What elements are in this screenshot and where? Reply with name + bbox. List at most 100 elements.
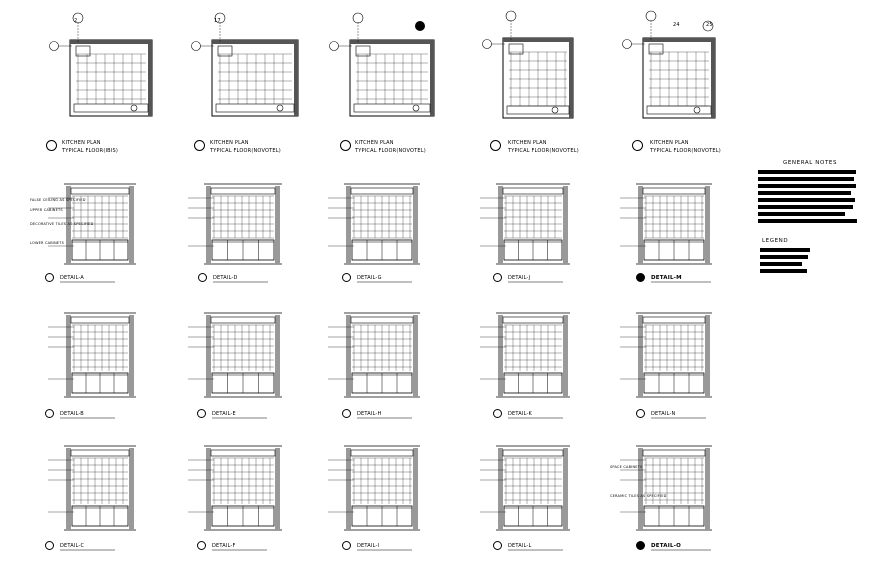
elevation-wall xyxy=(498,448,503,530)
elevation-wall xyxy=(413,315,418,397)
sink-bowl xyxy=(693,106,701,114)
grid-bubble-icon xyxy=(622,39,632,49)
plan-1-title: KITCHEN PLAN xyxy=(62,140,101,146)
ceiling-band xyxy=(70,187,130,195)
ceiling-band xyxy=(642,449,706,457)
elevation-wall xyxy=(66,448,71,530)
note-ceramic-tiles: CERAMIC TILES AS SPECIFIED xyxy=(610,494,667,498)
grid-bubble-icon xyxy=(352,12,364,24)
plan-wall xyxy=(212,40,298,44)
ceiling-band xyxy=(502,187,564,195)
plan-wall xyxy=(569,38,573,118)
legend-line xyxy=(760,248,810,252)
plan-1-grid-tag: 2 xyxy=(74,18,78,24)
general-notes-line xyxy=(758,177,854,181)
plan-1-subtitle: TYPICAL FLOOR(IBIS) xyxy=(62,148,118,154)
detail-d-tag-icon xyxy=(198,273,207,282)
general-notes-line xyxy=(758,170,856,174)
sink-bowl xyxy=(551,106,559,114)
plan-5-tag-icon xyxy=(632,140,643,151)
elevation-wall xyxy=(275,315,280,397)
elevation-wall xyxy=(346,186,351,264)
plan-wall xyxy=(294,40,298,116)
kitchen-counter xyxy=(73,103,149,113)
detail-e-tag-icon xyxy=(197,409,206,418)
plan-3-title: KITCHEN PLAN xyxy=(355,140,394,146)
detail-h-label: DETAIL-H xyxy=(357,411,382,417)
detail-l-tag-icon xyxy=(493,541,502,550)
appliance xyxy=(75,45,91,57)
general-notes-line xyxy=(758,198,855,202)
elevation-wall xyxy=(413,186,418,264)
kitchen-plan-outline xyxy=(211,39,299,117)
plan-5-grid-tag-a: 24 xyxy=(673,22,680,28)
elevation-wall xyxy=(705,315,710,397)
ceiling-band xyxy=(350,187,414,195)
detail-j-label: DETAIL-J xyxy=(508,275,531,281)
detail-k-tag-icon xyxy=(493,409,502,418)
elevation-wall xyxy=(638,448,643,530)
grid-bubble-filled-icon xyxy=(415,21,425,31)
elevation-wall xyxy=(638,186,643,264)
kitchen-plan-outline xyxy=(349,39,435,117)
elevation-wall xyxy=(275,448,280,530)
elevation-wall xyxy=(413,448,418,530)
detail-e-label: DETAIL-E xyxy=(212,411,236,417)
elevation-wall xyxy=(563,315,568,397)
detail-g-label: DETAIL-G xyxy=(357,275,382,281)
plan-2-grid-tag: 17 xyxy=(214,18,221,24)
plan-wall xyxy=(350,40,434,44)
general-notes-title: GENERAL NOTES xyxy=(783,160,838,166)
detail-n-label: DETAIL-N xyxy=(651,411,676,417)
general-notes-line xyxy=(758,191,851,195)
detail-i-tag-icon xyxy=(342,541,351,550)
kitchen-counter xyxy=(353,103,431,113)
plan-4-tag-icon xyxy=(490,140,501,151)
grid-bubble-icon xyxy=(482,39,492,49)
detail-b-label: DETAIL-B xyxy=(60,411,84,417)
grid-bubble-icon xyxy=(329,41,339,51)
grid-bubble-icon xyxy=(702,20,714,32)
ceiling-band xyxy=(70,316,130,324)
general-notes-line xyxy=(758,205,853,209)
detail-a-tag-icon xyxy=(45,273,54,282)
elevation-wall xyxy=(66,186,71,264)
plan-4-subtitle: TYPICAL FLOOR(NOVOTEL) xyxy=(508,148,579,154)
plan-2-title: KITCHEN PLAN xyxy=(210,140,249,146)
detail-l-label: DETAIL-L xyxy=(508,543,532,549)
elevation-wall xyxy=(66,315,71,397)
detail-g-tag-icon xyxy=(342,273,351,282)
ceiling-band xyxy=(502,449,564,457)
note-false-ceiling: FALSE CEILING AS SPECIFIED xyxy=(30,198,86,202)
grid-bubble-icon xyxy=(49,41,59,51)
plan-4-title: KITCHEN PLAN xyxy=(508,140,547,146)
elevation-wall xyxy=(705,448,710,530)
detail-c-label: DETAIL-C xyxy=(60,543,85,549)
detail-b-tag-icon xyxy=(45,409,54,418)
kitchen-counter xyxy=(215,103,295,113)
plan-wall xyxy=(503,38,573,42)
detail-c-tag-icon xyxy=(45,541,54,550)
ceiling-band xyxy=(502,316,564,324)
detail-k-label: DETAIL-K xyxy=(508,411,532,417)
detail-n-tag-icon xyxy=(636,409,645,418)
appliance xyxy=(648,43,664,55)
note-space-cabinets: SPACE CABINETS xyxy=(610,465,643,469)
legend-line xyxy=(760,255,808,259)
grid-bubble-icon xyxy=(191,41,201,51)
plan-3-subtitle: TYPICAL FLOOR(NOVOTEL) xyxy=(355,148,426,154)
sink-bowl xyxy=(130,104,138,112)
kitchen-plan-outline xyxy=(69,39,153,117)
detail-o-label: DETAIL-O xyxy=(651,543,682,549)
sink-bowl xyxy=(276,104,284,112)
detail-m-label: DETAIL-M xyxy=(651,275,682,281)
elevation-wall xyxy=(498,186,503,264)
ceiling-band xyxy=(642,316,706,324)
detail-h-tag-icon xyxy=(342,409,351,418)
detail-o-tag-icon xyxy=(636,541,645,550)
legend-title: LEGEND xyxy=(762,238,789,244)
elevation-wall xyxy=(206,315,211,397)
elevation-wall xyxy=(346,448,351,530)
